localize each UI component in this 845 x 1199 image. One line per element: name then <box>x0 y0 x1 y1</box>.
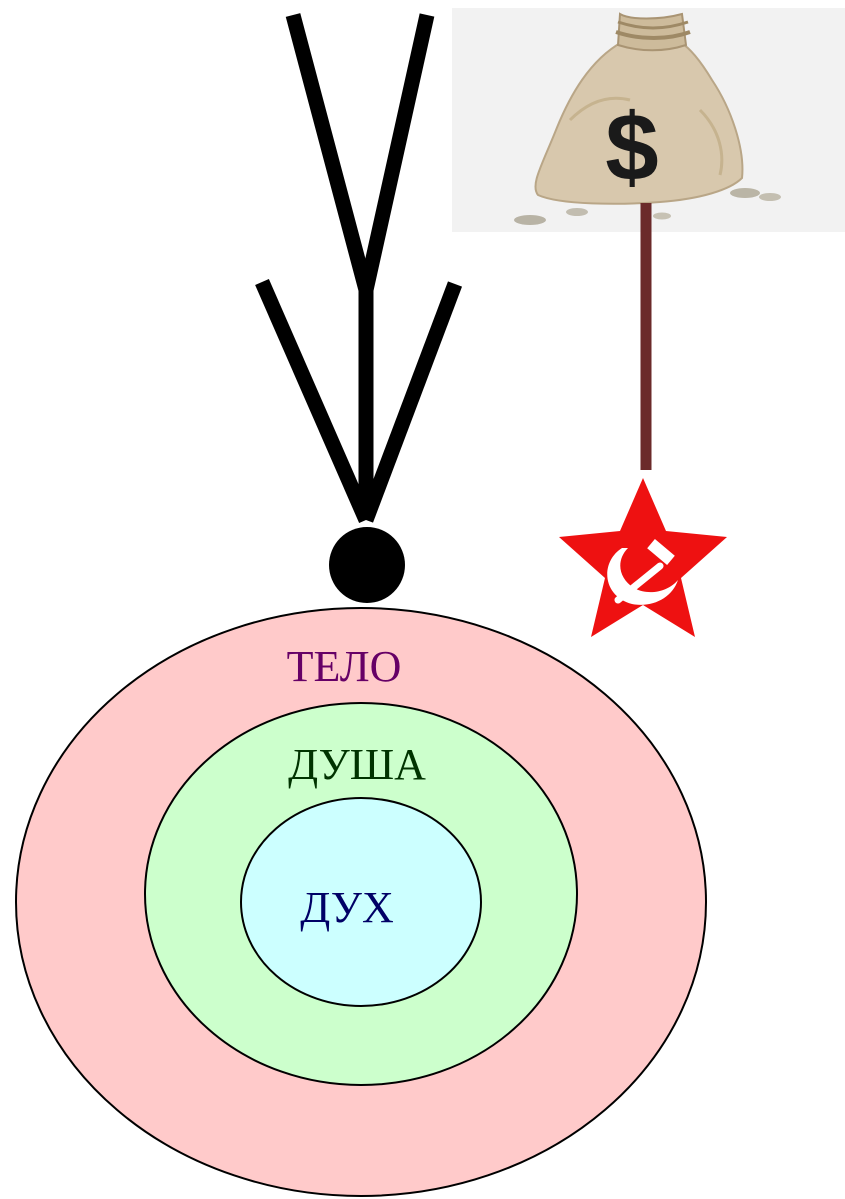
concentric-rings: ТЕЛО ДУША ДУХ <box>15 607 707 1197</box>
dollar-sign: $ <box>605 94 658 201</box>
money-bag-icon: $ <box>452 8 845 232</box>
ray-origin-dot <box>329 527 405 603</box>
hammer-sickle-star-icon <box>559 478 727 637</box>
ring-spirit <box>240 797 482 1007</box>
label-spirit: ДУХ <box>300 883 393 932</box>
label-soul: ДУША <box>288 740 426 789</box>
label-body: ТЕЛО <box>287 642 402 691</box>
ray-symbol-icon <box>255 13 463 524</box>
